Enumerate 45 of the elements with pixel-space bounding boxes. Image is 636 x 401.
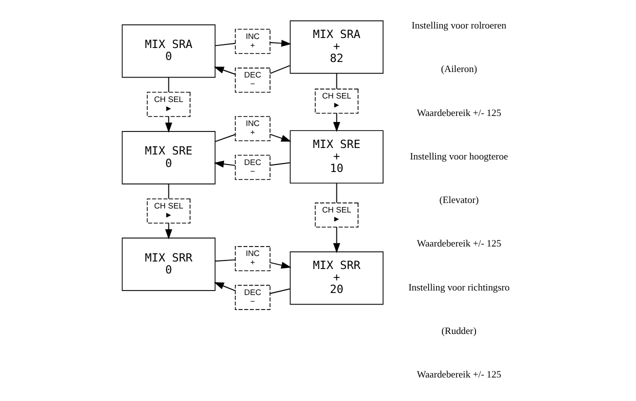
arrow xyxy=(332,112,340,132)
connector xyxy=(214,134,236,142)
node-box: MIX SRR + 20 xyxy=(289,251,384,305)
label: Waardebereik +/- 125 xyxy=(416,369,501,380)
node-box: MIX SRA + 82 xyxy=(289,20,384,74)
node-box: MIX SRE 0 xyxy=(121,131,216,184)
connector xyxy=(269,162,290,166)
label: Instelling voor richtingsro xyxy=(408,282,510,294)
node-box: MIX SRA 0 xyxy=(121,24,216,78)
connector xyxy=(214,259,236,262)
node-box: INC + xyxy=(234,28,270,54)
arrow xyxy=(164,222,172,240)
connector xyxy=(168,76,169,93)
label: (Elevator) xyxy=(438,195,478,206)
node-box: DEC − xyxy=(234,154,270,180)
node-box: DEC − xyxy=(234,68,270,93)
label: (Aileron) xyxy=(440,64,477,76)
arrow xyxy=(213,160,236,168)
label: Waardebereik +/- 125 xyxy=(416,238,501,250)
arrow xyxy=(269,40,291,47)
node-box: INC + xyxy=(234,246,270,272)
label: Waardebereik +/- 125 xyxy=(416,108,501,119)
node-box: CH SEL ► xyxy=(146,92,190,117)
arrow xyxy=(213,66,236,75)
node-box: INC + xyxy=(234,116,270,142)
connector xyxy=(168,183,169,200)
node-box: MIX SRE + 10 xyxy=(289,130,384,184)
node-box: CH SEL ► xyxy=(314,88,358,114)
node-box: DEC − xyxy=(234,284,270,310)
arrow xyxy=(213,282,236,292)
arrow xyxy=(269,262,291,269)
connector xyxy=(336,73,337,90)
arrow xyxy=(269,134,291,142)
node-box: MIX SRR 0 xyxy=(121,238,216,291)
arrow xyxy=(164,116,172,133)
connector xyxy=(269,65,290,74)
node-box: CH SEL ► xyxy=(314,202,358,228)
label: (Rudder) xyxy=(441,326,476,337)
connector xyxy=(336,182,337,204)
label: Instelling voor hoogteroe xyxy=(410,151,508,162)
arrow xyxy=(332,226,340,254)
node-box: CH SEL ► xyxy=(146,198,190,224)
label: Instelling voor rolroeren xyxy=(411,20,506,32)
connector xyxy=(269,288,290,294)
connector xyxy=(214,42,236,46)
